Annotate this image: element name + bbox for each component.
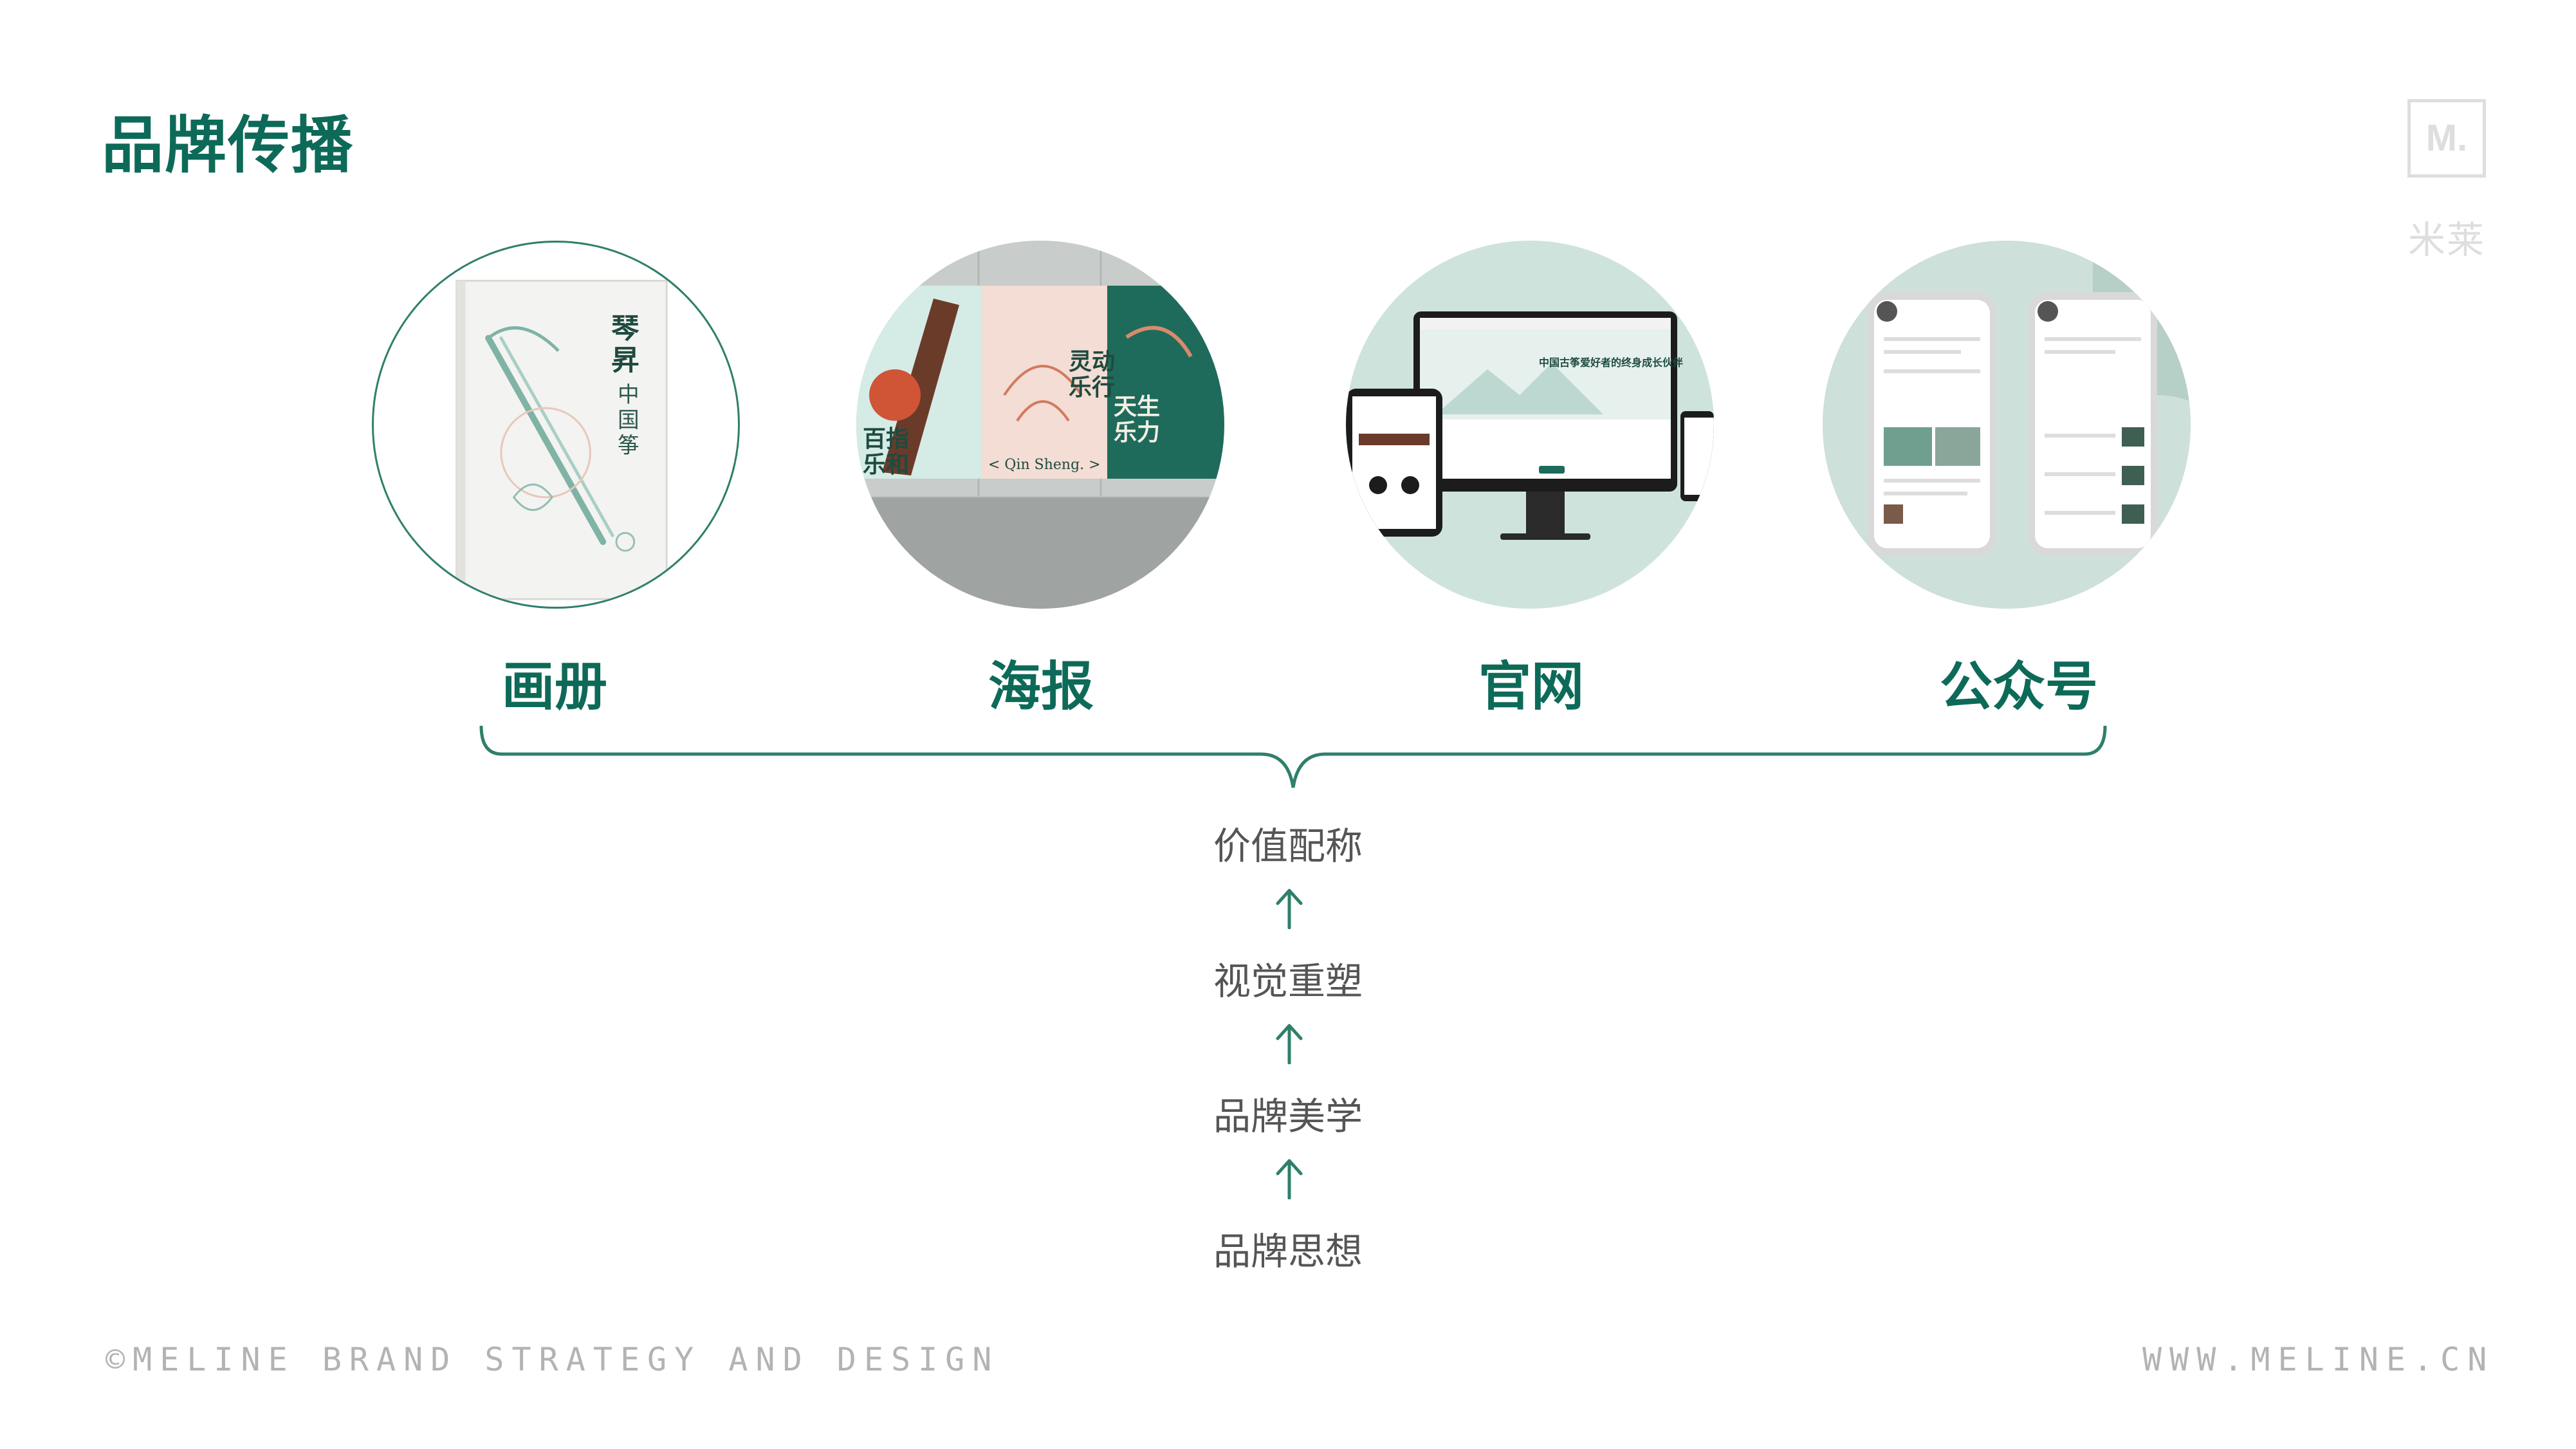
- svg-text:筝: 筝: [618, 433, 639, 458]
- up-arrow-icon: [1276, 1159, 1303, 1199]
- logo-chinese-name: 米莱: [2407, 218, 2485, 262]
- channel-label-brochure: 画册: [501, 656, 607, 717]
- poster-text-line: 灵动: [1069, 348, 1115, 375]
- wechat-illustration: [1823, 241, 2191, 609]
- chain-item-visual-remodel: 视觉重塑: [1213, 959, 1363, 1003]
- brochure-title-text: 琴: [611, 312, 639, 345]
- svg-text:昇: 昇: [611, 344, 639, 377]
- poster-illustration: 灵动 乐行 天生 乐力 百指 乐和 < Qin Sheng. >: [856, 241, 1224, 609]
- brochure-illustration: 琴 昇 中 国 筝: [455, 279, 668, 600]
- meline-logo: M.: [2407, 99, 2486, 178]
- poster-text-line: 乐行: [1069, 374, 1115, 401]
- channel-label-website: 官网: [1478, 656, 1584, 717]
- brochure-image: 琴 昇 中 国 筝: [372, 241, 740, 609]
- up-arrow-icon: [1276, 1024, 1303, 1064]
- poster-image: 灵动 乐行 天生 乐力 百指 乐和 < Qin Sheng. >: [856, 241, 1224, 609]
- svg-text:国: 国: [618, 407, 639, 432]
- chain-item-value-fit: 价值配称: [1213, 824, 1363, 868]
- poster-text-line: 百指: [863, 425, 909, 452]
- curly-brace: [479, 725, 2107, 788]
- poster-text-line: 天生: [1114, 393, 1160, 420]
- logo-mark: M.: [2425, 117, 2468, 159]
- footer-website: WWW.MELINE.CN: [2142, 1341, 2495, 1378]
- svg-text:中: 中: [618, 382, 639, 407]
- poster-text-line: 乐和: [863, 451, 909, 478]
- page-title: 品牌传播: [102, 109, 354, 181]
- website-illustration: 中国古筝爱好者的终身成长伙伴: [1346, 241, 1714, 609]
- poster-text-line: 乐力: [1114, 419, 1160, 446]
- website-headline: 中国古筝爱好者的终身成长伙伴: [1539, 356, 1683, 369]
- chain-item-brand-thought: 品牌思想: [1213, 1230, 1363, 1273]
- wechat-image: [1823, 241, 2191, 609]
- up-arrow-icon: [1276, 889, 1303, 929]
- website-image: 中国古筝爱好者的终身成长伙伴: [1346, 241, 1714, 609]
- poster-text-line: < Qin Sheng. >: [988, 457, 1101, 473]
- channel-label-wechat: 公众号: [1939, 656, 2098, 717]
- channel-label-poster: 海报: [988, 656, 1094, 717]
- chain-item-brand-aesthetics: 品牌美学: [1213, 1094, 1363, 1138]
- footer-copyright: ©MELINE BRAND STRATEGY AND DESIGN: [106, 1341, 1000, 1378]
